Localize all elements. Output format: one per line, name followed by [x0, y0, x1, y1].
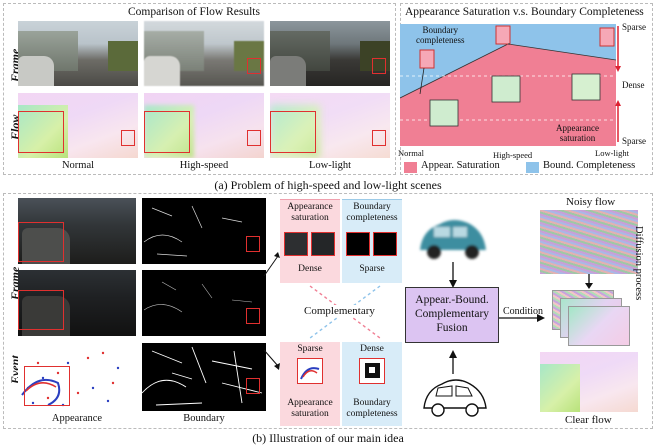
- frame-b-mid-boundary-image: [142, 270, 266, 336]
- car-sketch-icon: [423, 379, 487, 417]
- bottom-appearance-cell: Sparse Appearance saturation: [280, 342, 340, 426]
- diffusion-process-label: Diffusion process: [633, 226, 644, 301]
- caption-b: (b) Illustration of our main idea: [252, 431, 404, 445]
- condition-label: Condition: [503, 306, 544, 317]
- flow-normal-red-box-small: [121, 130, 135, 146]
- top-boundary-tag: Sparse: [359, 264, 385, 274]
- flow-lowlight-red-box-large: [270, 111, 316, 153]
- x-label-normal: Normal: [398, 148, 424, 158]
- bottom-boundary-title: Boundary completeness: [346, 398, 398, 419]
- frame-b-top-boundary-image: [142, 198, 266, 264]
- right-label-dense: Dense: [622, 80, 645, 90]
- clear-flow-image: [540, 352, 638, 412]
- caption-a: (a) Problem of high-speed and low-light …: [214, 178, 442, 192]
- bottom-appearance-title: Appearance saturation: [287, 398, 333, 419]
- flow-normal-image: [18, 93, 138, 158]
- col-caption-appearance: Appearance: [51, 413, 103, 424]
- event-boundary-image: [142, 343, 266, 411]
- flow-lowlight-image: [270, 93, 390, 158]
- top-boundary-thumb-2: [373, 232, 397, 256]
- top-boundary-thumb-1: [346, 232, 370, 256]
- flow-normal-red-box-large: [18, 111, 64, 153]
- saturation-completeness-chart: [400, 24, 621, 146]
- flow-lowlight-red-box-small: [372, 130, 386, 146]
- bottom-boundary-thumb: [359, 358, 385, 384]
- panel-b-frame: [3, 193, 653, 429]
- frame-b-top-boundary-red-box: [246, 236, 260, 252]
- appearance-saturation-label: Appearance saturation: [556, 123, 599, 143]
- panel-a-title: Comparison of Flow Results: [128, 6, 260, 18]
- top-appearance-thumb-1: [284, 232, 308, 256]
- diffusion-step-3: [568, 306, 630, 346]
- bottom-boundary-tag: Dense: [360, 344, 384, 354]
- complementary-label: Complementary: [302, 305, 377, 317]
- bottom-boundary-cell: Dense Boundary completeness: [342, 342, 402, 426]
- frame-normal-image: [18, 21, 138, 86]
- boundary-completeness-label: Boundary completeness: [416, 25, 465, 45]
- fusion-box: Appear.-Bound. Complementary Fusion: [405, 287, 499, 343]
- x-label-highspeed: High-speed: [493, 150, 533, 160]
- fusion-label: Appear.-Bound. Complementary Fusion: [414, 294, 490, 334]
- frame-highspeed-image: [144, 21, 264, 86]
- col-caption-boundary: Boundary: [183, 413, 225, 424]
- bottom-appearance-thumb: [297, 358, 323, 384]
- legend-label-appearance: Appear. Saturation: [421, 160, 500, 171]
- panel-a-left-frame: [3, 3, 396, 175]
- frame-highspeed-red-box: [247, 58, 261, 74]
- right-label-sparse-top: Sparse: [622, 22, 646, 32]
- car-arrows: [449, 262, 457, 374]
- frame-lowlight-red-box: [372, 58, 386, 74]
- car-photo-icon: [420, 220, 486, 259]
- noisy-flow-label: Noisy flow: [566, 196, 616, 208]
- legend-swatch-appearance: [404, 162, 417, 173]
- frame-lowlight-image: [270, 21, 390, 86]
- clear-flow-label: Clear flow: [565, 414, 612, 426]
- chart-title: Appearance Saturation v.s. Boundary Comp…: [405, 6, 644, 18]
- event-appearance-image: [18, 343, 136, 411]
- top-appearance-tag: Dense: [298, 264, 322, 274]
- col-caption-normal: Normal: [61, 160, 95, 171]
- top-appearance-cell: Appearance saturation Dense: [280, 199, 340, 283]
- legend-label-boundary: Bound. Completeness: [543, 160, 636, 171]
- flow-highspeed-red-box-small: [247, 130, 261, 146]
- frame-b-mid-boundary-red-box: [246, 308, 260, 324]
- legend-swatch-boundary: [526, 162, 539, 173]
- flow-highspeed-red-box-large: [144, 111, 190, 153]
- frame-b-mid-red-box: [18, 290, 64, 330]
- frame-b-top-image: [18, 198, 136, 264]
- event-appearance-red-box: [24, 366, 70, 406]
- connector-arrows-left: [263, 252, 280, 370]
- top-appearance-thumb-2: [311, 232, 335, 256]
- frame-b-top-red-box: [18, 222, 64, 262]
- condition-arrow: [499, 314, 545, 322]
- event-boundary-red-box: [246, 378, 260, 394]
- top-boundary-cell: Boundary completeness Sparse: [342, 199, 402, 283]
- noisy-flow-image: [540, 210, 638, 274]
- top-boundary-title: Boundary completeness: [346, 202, 398, 223]
- x-label-lowlight: Low-light: [595, 148, 629, 158]
- top-appearance-title: Appearance saturation: [287, 202, 333, 223]
- flow-highspeed-image: [144, 93, 264, 158]
- bottom-appearance-tag: Sparse: [297, 344, 323, 354]
- right-label-sparse-bottom: Sparse: [622, 136, 646, 146]
- col-caption-highspeed: High-speed: [179, 160, 229, 171]
- col-caption-lowlight: Low-light: [309, 160, 351, 171]
